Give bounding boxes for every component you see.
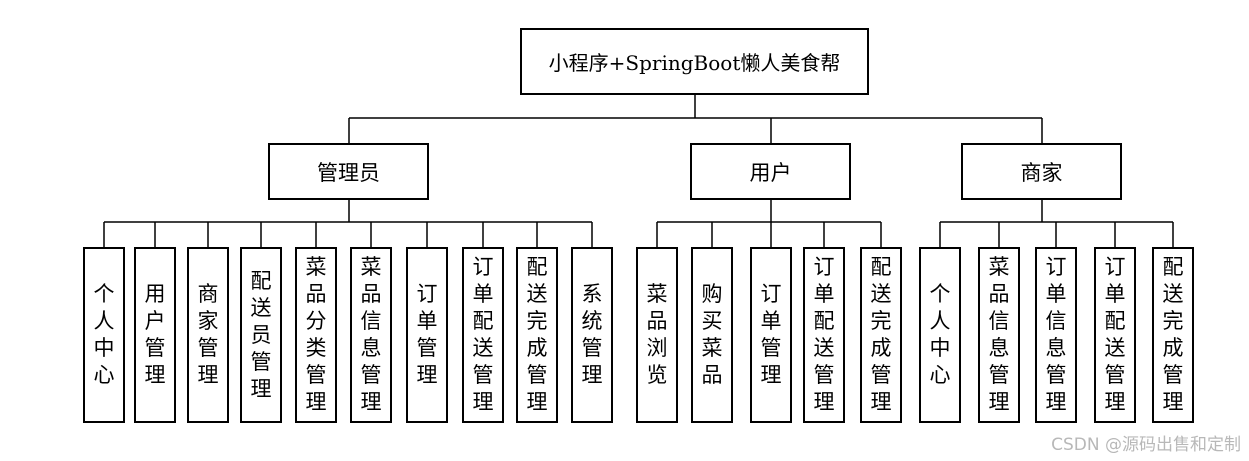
leaf-label: 菜品分类管理	[305, 255, 327, 414]
watermark: CSDN @源码出售和定制	[1051, 435, 1241, 455]
leaf-label: 系统管理	[581, 282, 603, 387]
group-user-label: 用户	[749, 160, 792, 185]
leaf-label: 菜品信息管理	[988, 255, 1010, 414]
leaf-label: 购买菜品	[701, 282, 723, 387]
leaf-node: 订单配送管理	[462, 247, 504, 423]
leaf-label: 配送员管理	[250, 268, 272, 401]
leaf-node: 订单管理	[750, 247, 792, 423]
leaf-node: 订单配送管理	[803, 247, 845, 423]
leaf-node: 配送员管理	[240, 247, 282, 423]
leaf-label: 个人中心	[929, 282, 951, 387]
leaf-label: 配送完成管理	[526, 255, 548, 414]
root-node: 小程序+SpringBoot懒人美食帮	[520, 28, 869, 95]
leaf-label: 配送完成管理	[870, 255, 892, 414]
leaf-label: 商家管理	[197, 282, 219, 387]
group-admin-label: 管理员	[317, 160, 380, 185]
leaf-node: 系统管理	[571, 247, 613, 423]
group-merchant-label: 商家	[1020, 160, 1063, 185]
leaf-node: 菜品信息管理	[350, 247, 392, 423]
group-admin: 管理员	[268, 143, 429, 200]
leaf-label: 订单管理	[760, 282, 782, 387]
leaf-label: 菜品浏览	[646, 282, 668, 387]
leaf-node: 商家管理	[187, 247, 229, 423]
leaf-node: 菜品浏览	[636, 247, 678, 423]
leaf-node: 个人中心	[919, 247, 961, 423]
leaf-node: 个人中心	[83, 247, 125, 423]
group-merchant: 商家	[961, 143, 1122, 200]
leaf-label: 订单管理	[416, 282, 438, 387]
group-user: 用户	[690, 143, 851, 200]
leaf-label: 订单配送管理	[1104, 255, 1126, 414]
leaf-label: 个人中心	[93, 282, 115, 387]
leaf-node: 配送完成管理	[1152, 247, 1194, 423]
leaf-node: 配送完成管理	[516, 247, 558, 423]
leaf-node: 用户管理	[134, 247, 176, 423]
leaf-label: 订单配送管理	[813, 255, 835, 414]
leaf-node: 订单信息管理	[1035, 247, 1077, 423]
leaf-node: 购买菜品	[691, 247, 733, 423]
leaf-node: 配送完成管理	[860, 247, 902, 423]
leaf-label: 菜品信息管理	[360, 255, 382, 414]
leaf-label: 用户管理	[144, 282, 166, 387]
leaf-label: 订单配送管理	[472, 255, 494, 414]
leaf-node: 菜品分类管理	[295, 247, 337, 423]
leaf-node: 订单管理	[406, 247, 448, 423]
leaf-label: 订单信息管理	[1045, 255, 1067, 414]
root-label: 小程序+SpringBoot懒人美食帮	[548, 51, 841, 75]
leaf-node: 订单配送管理	[1094, 247, 1136, 423]
leaf-node: 菜品信息管理	[978, 247, 1020, 423]
leaf-label: 配送完成管理	[1162, 255, 1184, 414]
